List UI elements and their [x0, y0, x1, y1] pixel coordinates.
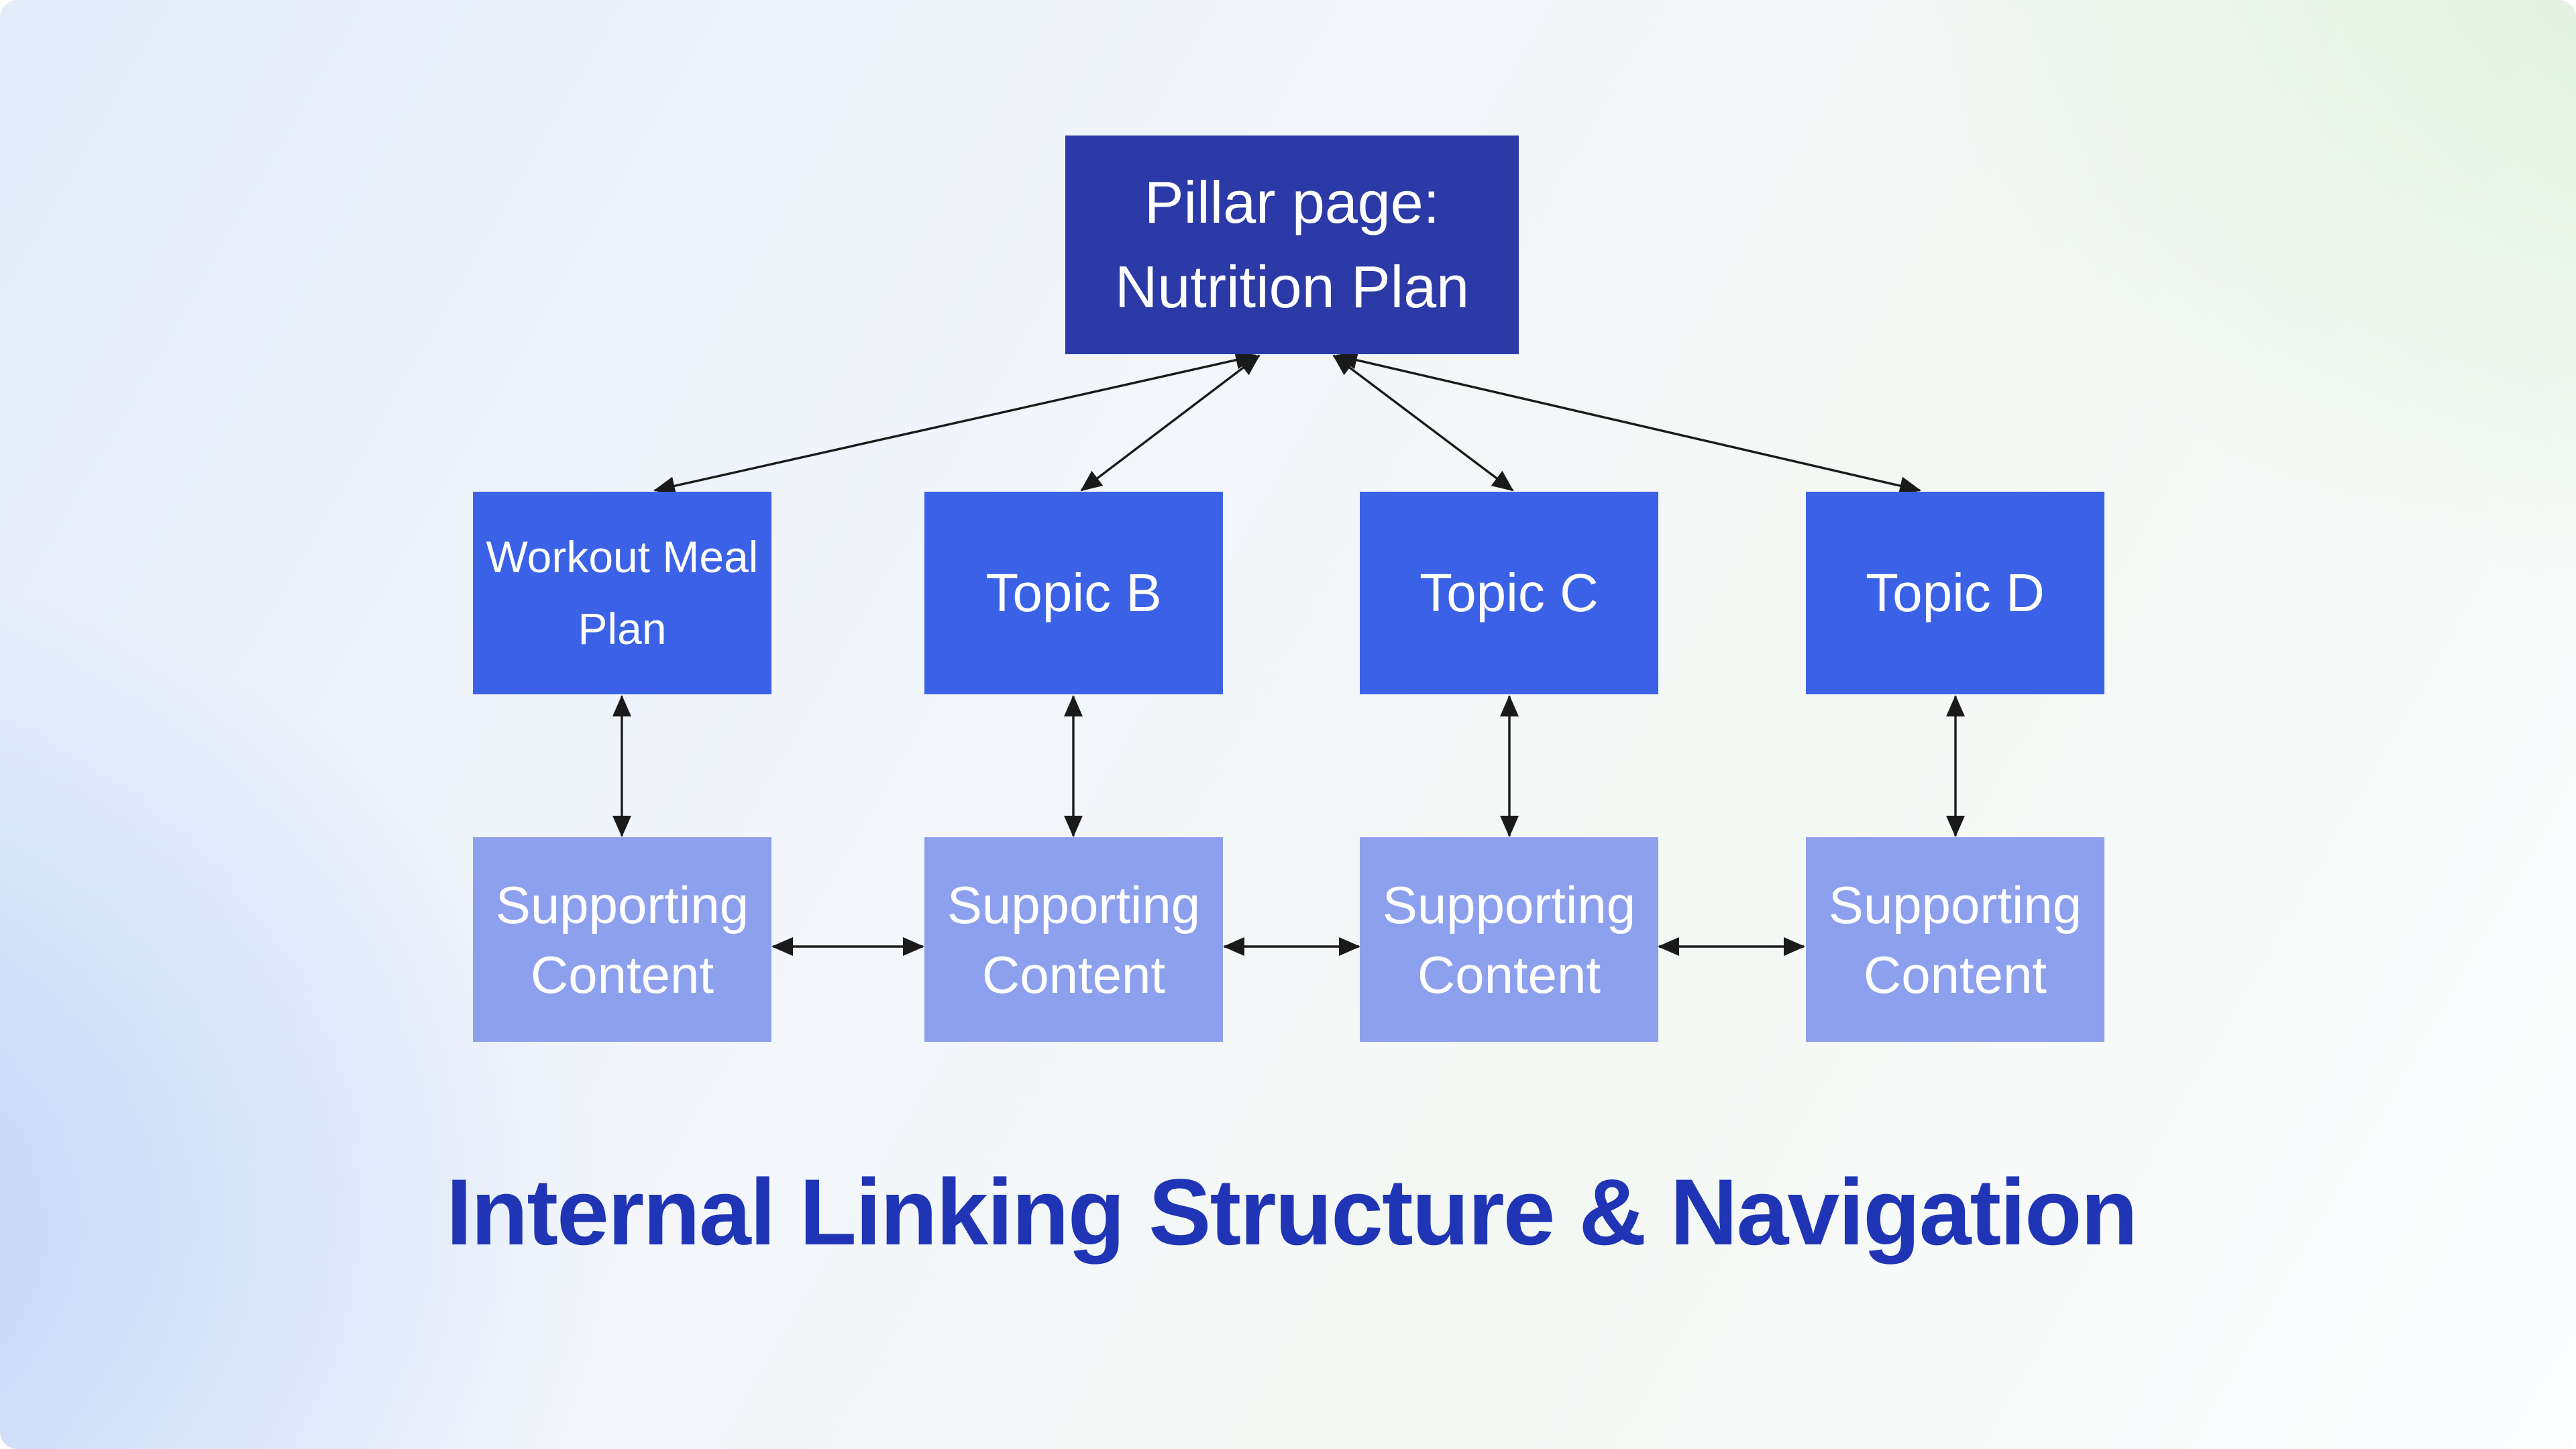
node-line: Plan	[578, 604, 667, 653]
node-line: Workout Meal	[486, 532, 759, 582]
node-line: Supporting	[495, 875, 749, 934]
node-pillar-page: Pillar page: Nutrition Plan	[1065, 136, 1519, 354]
arrow-pillar-topic-c	[1332, 354, 1514, 492]
node-line: Topic C	[1419, 563, 1599, 623]
node-line: Topic D	[1866, 563, 2045, 623]
node-line: Supporting	[1828, 875, 2082, 934]
node-line: Content	[1417, 945, 1601, 1004]
node-line: Pillar page:	[1144, 169, 1440, 235]
node-line: Content	[530, 945, 714, 1004]
node-topic-d: Topic D	[1806, 492, 2104, 694]
node-line: Content	[1863, 945, 2047, 1004]
node-line: Topic B	[985, 563, 1162, 623]
node-line: Nutrition Plan	[1114, 254, 1470, 320]
arrow-pillar-topic-b	[1080, 354, 1260, 492]
node-supporting-content-1: Supporting Content	[473, 837, 771, 1042]
node-topic-b: Topic B	[924, 492, 1223, 694]
node-line: Content	[981, 945, 1166, 1004]
node-line: Supporting	[1382, 875, 1636, 934]
diagram-title: Internal Linking Structure & Navigation	[445, 1159, 2138, 1265]
node-supporting-content-3: Supporting Content	[1360, 837, 1658, 1042]
node-topic-workout-meal-plan: Workout Meal Plan	[473, 492, 771, 694]
arrow-pillar-topic-a	[653, 350, 1257, 496]
node-supporting-content-2: Supporting Content	[924, 837, 1223, 1042]
node-supporting-content-4: Supporting Content	[1806, 837, 2104, 1042]
arrow-pillar-topic-d	[1336, 351, 1921, 495]
node-topic-c: Topic C	[1360, 492, 1658, 694]
node-line: Supporting	[947, 875, 1201, 934]
